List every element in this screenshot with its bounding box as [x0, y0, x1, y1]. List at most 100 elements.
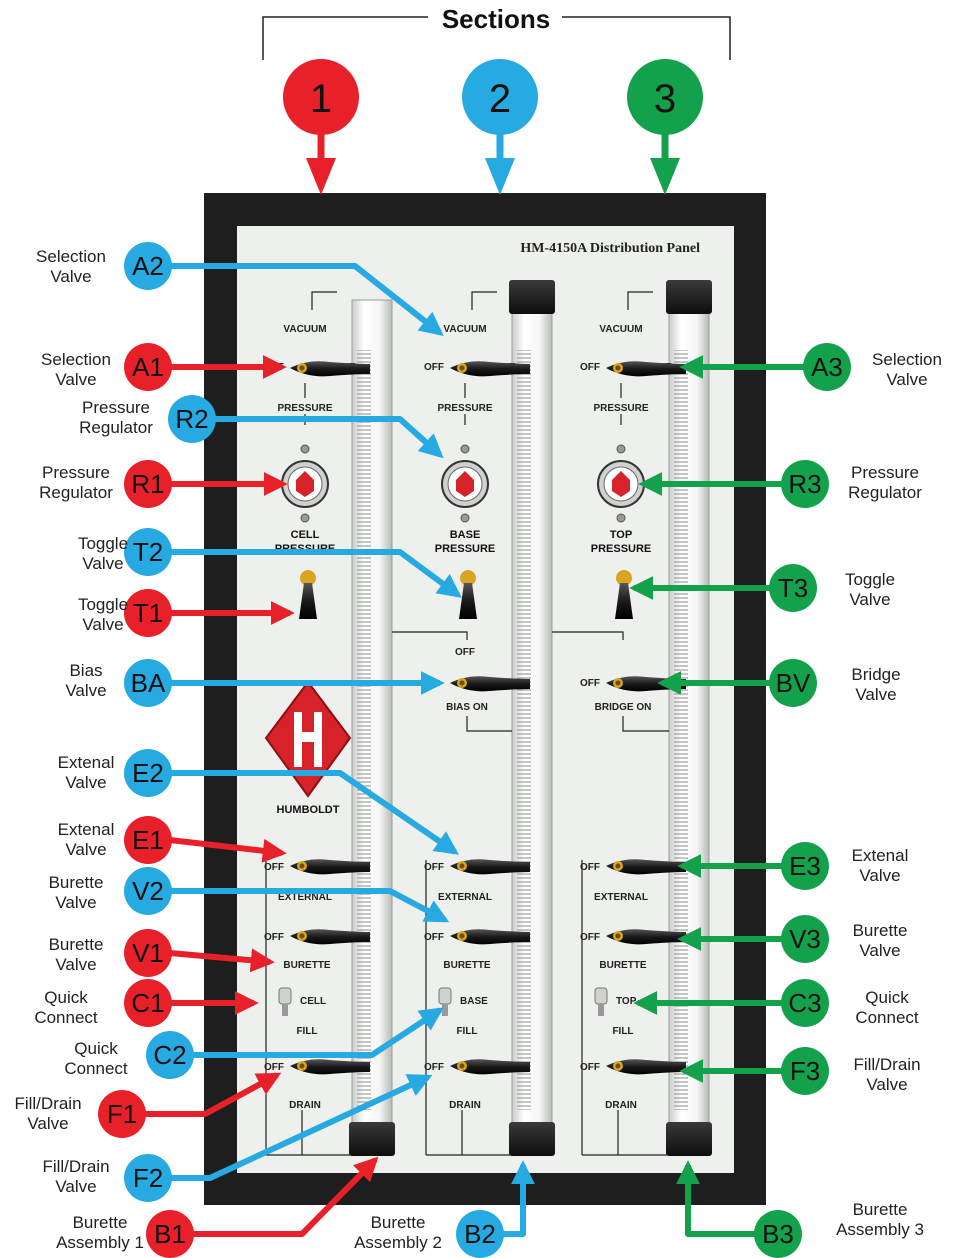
callout-bubble: [124, 1154, 172, 1202]
drain-off-label-3: OFF: [580, 1062, 600, 1073]
callout-bubble: [124, 816, 172, 864]
callout-code: E2: [132, 758, 164, 788]
callout-label: Regulator: [848, 483, 922, 502]
callout-label: Regulator: [79, 418, 153, 437]
callout-arrow-b2: [502, 1160, 535, 1237]
callout-label: Valve: [859, 866, 900, 885]
callout-label: Valve: [55, 1177, 96, 1196]
callout-label: Connect: [34, 1008, 98, 1027]
vacuum-label-2: VACUUM: [443, 324, 486, 335]
callout-label: Valve: [855, 685, 896, 704]
fill-drain-valve-3[interactable]: [606, 1059, 686, 1075]
sections-header: Sections: [262, 4, 731, 60]
fill-drain-valve-2[interactable]: [450, 1059, 530, 1075]
panel-title: HM-4150A Distribution Panel: [520, 241, 700, 256]
callout-bubble: [124, 589, 172, 637]
callout-label: Quick: [44, 988, 88, 1007]
bias-off-label: OFF: [455, 647, 475, 658]
quick-connect-3[interactable]: [594, 987, 608, 1016]
drain-label-1: DRAIN: [289, 1100, 321, 1111]
callout-code: C1: [131, 988, 164, 1018]
callout-label: Toggle: [78, 595, 128, 614]
burette-valve-1[interactable]: [290, 929, 370, 945]
callout-code: V1: [132, 938, 164, 968]
callout-label: Quick: [74, 1039, 118, 1058]
callout-code: T1: [133, 598, 163, 628]
callout-label: Toggle: [845, 570, 895, 589]
callout-label: Selection: [36, 247, 106, 266]
fill-label-1: FILL: [296, 1026, 317, 1037]
quick-connect-2[interactable]: [438, 987, 452, 1016]
callout-label: Extenal: [852, 846, 909, 865]
toggle-valve-3[interactable]: [615, 570, 633, 619]
callout-bubble: [168, 395, 216, 443]
selection-valve-1[interactable]: [290, 361, 370, 377]
burette-bottom-cap-1: [349, 1122, 395, 1156]
callout-code: BV: [776, 668, 811, 698]
pressure-regulator-1[interactable]: [281, 444, 329, 523]
pressure-regulator-3[interactable]: [597, 444, 645, 523]
humboldt-logo: HUMBOLDT: [264, 680, 352, 816]
regulator-label-top-1: CELL: [291, 529, 320, 541]
pressure-regulator-2[interactable]: [441, 444, 489, 523]
callout-arrow-v1: [169, 948, 275, 973]
callout-label: Burette: [853, 1200, 908, 1219]
callout-label: Valve: [55, 893, 96, 912]
callout-label: Valve: [65, 840, 106, 859]
callout-bubble: [124, 979, 172, 1027]
section-circle-2: [462, 59, 538, 135]
selection-valve-3[interactable]: [606, 361, 686, 377]
callout-label: Fill/Drain: [14, 1094, 81, 1113]
burette-valve-3[interactable]: [606, 929, 686, 945]
external-valve-2[interactable]: [450, 859, 530, 875]
callout-code: B3: [762, 1219, 794, 1249]
callout-bubble: [781, 1047, 829, 1095]
burette-tube-3: [668, 299, 710, 1136]
callout-arrow-e1: [169, 837, 287, 863]
burette-top-cap-2: [509, 280, 555, 314]
burette-valve-2[interactable]: [450, 929, 530, 945]
regulator-label-top-2: BASE: [450, 529, 481, 541]
callout-code: C3: [788, 988, 821, 1018]
callout-bubble: [124, 659, 172, 707]
callout-arrows: [144, 263, 805, 1237]
bias-valve[interactable]: [450, 676, 530, 692]
callout-label: Pressure: [42, 463, 110, 482]
callout-label: Valve: [65, 773, 106, 792]
callout-bubble: [754, 1210, 802, 1258]
callout-bubble: [146, 1031, 194, 1079]
callout-bubble: [124, 528, 172, 576]
callout-code: B1: [154, 1219, 186, 1249]
callout-code: F1: [107, 1099, 137, 1129]
toggle-valve-1[interactable]: [299, 570, 317, 619]
callout-bubble: [456, 1210, 504, 1258]
selection-valve-2[interactable]: [450, 361, 530, 377]
toggle-valve-2[interactable]: [459, 570, 477, 619]
pressure-label-1: PRESSURE: [277, 403, 332, 414]
callout-bubble: [124, 867, 172, 915]
callout-label: Bridge: [851, 665, 900, 684]
fill-drain-valve-1[interactable]: [290, 1059, 370, 1075]
callout-label: Valve: [886, 370, 927, 389]
external-valve-3[interactable]: [606, 859, 686, 875]
callout-label: Pressure: [851, 463, 919, 482]
callout-bubble: [781, 460, 829, 508]
vacuum-label-1: VACUUM: [283, 324, 326, 335]
callout-label: Valve: [859, 941, 900, 960]
burette-tube-1: [351, 299, 393, 1136]
external-valve-1[interactable]: [290, 859, 370, 875]
quick-connect-1[interactable]: [278, 987, 292, 1016]
callout-bubble: [781, 915, 829, 963]
callout-arrow-f1: [144, 1072, 282, 1117]
burette-bottom-cap-3: [666, 1122, 712, 1156]
selection-off-label-3: OFF: [580, 362, 600, 373]
